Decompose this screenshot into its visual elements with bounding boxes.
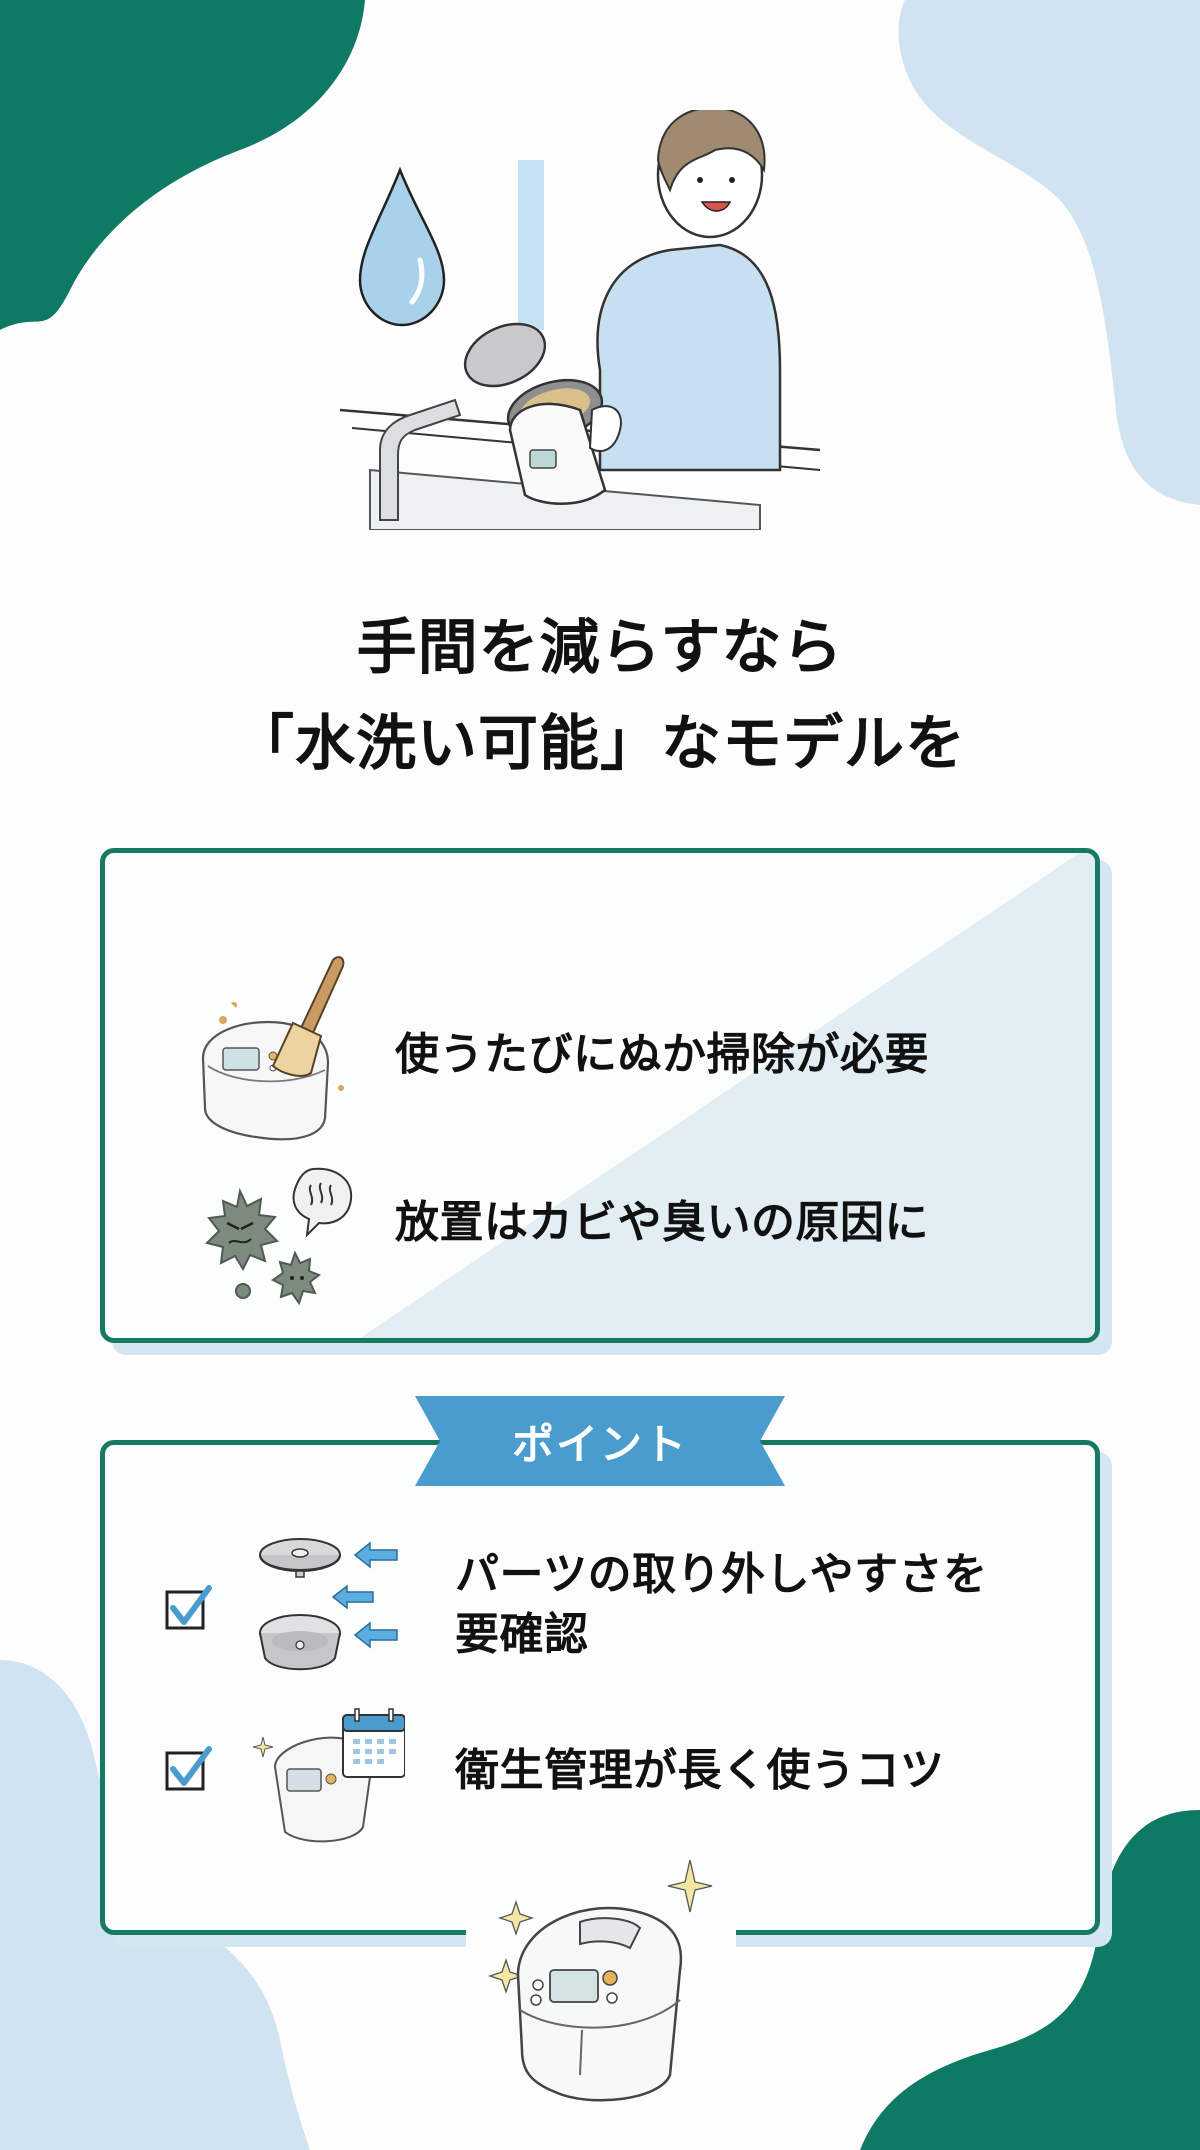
ribbon-shape xyxy=(415,1396,785,1486)
points-badge: ポイント xyxy=(415,1396,785,1486)
sparkling-rice-cooker-illustration xyxy=(487,1860,713,2102)
points-badge-label: ポイント xyxy=(511,1419,688,1469)
removable-parts-icon xyxy=(259,1538,398,1671)
checkmark-icon xyxy=(165,1746,212,1791)
water-drop-icon xyxy=(358,166,446,327)
mold-germs-icon xyxy=(205,1167,353,1306)
points-item-1-line2: 要確認 xyxy=(455,1609,589,1660)
problem-item-1-text: 使うたびにぬか掃除が必要 xyxy=(395,1029,929,1080)
points-item-2-text: 衛生管理が長く使うコツ xyxy=(455,1745,945,1796)
problem-item-2-text: 放置はカビや臭いの原因に xyxy=(395,1197,929,1248)
man-washing-rice-cooker-illustration xyxy=(340,110,821,530)
checkmark-icon xyxy=(165,1585,212,1630)
rice-cooker-calendar-icon xyxy=(252,1708,405,1843)
points-item-1-text: パーツの取り外しやすさを 要確認 xyxy=(455,1545,988,1665)
rice-cooker-brush-icon xyxy=(201,956,345,1141)
points-item-2-checkbox[interactable] xyxy=(165,1743,212,1791)
headline-line2: 「水洗い可能」なモデルを xyxy=(234,709,966,779)
points-item-1-line1: パーツの取り外しやすさを xyxy=(455,1549,988,1600)
points-item-1-checkbox[interactable] xyxy=(165,1582,212,1630)
points-card: パーツの取り外しやすさを 要確認 衛生管理が長く使うコツ xyxy=(100,1440,1100,1935)
headline-line1: 手間を減らすなら xyxy=(356,613,844,683)
problems-card: 使うたびにぬか掃除が必要 放置はカビや臭いの原因に xyxy=(100,848,1100,1343)
headline: 手間を減らすなら 「水洗い可能」なモデルを xyxy=(0,600,1200,792)
